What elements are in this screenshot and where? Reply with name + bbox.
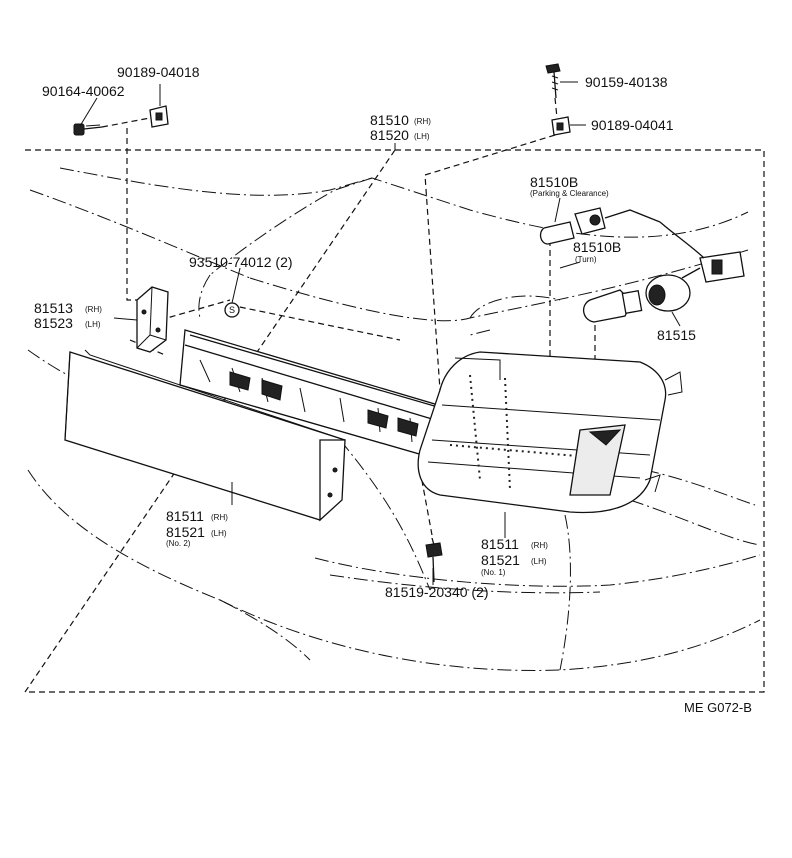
label-lamp-assy-lh-side: (LH) <box>414 132 430 141</box>
label-screw-bottom: 81519-20340 (2) <box>385 584 489 600</box>
label-lens-no1-lh-side: (LH) <box>531 557 547 566</box>
screw-top-left <box>73 123 103 136</box>
label-screw-top-right: 90159-40138 <box>585 74 668 90</box>
label-bracket-lh-side: (LH) <box>85 320 101 329</box>
label-lamp-assy-rh: 81510 <box>370 112 409 128</box>
lens-no2 <box>64 349 346 522</box>
figure-code: ME G072-B <box>684 700 752 715</box>
label-lens-no1-rh: 81511 <box>481 536 519 552</box>
sealant-symbol: S <box>224 302 240 318</box>
label-lens-no2-lh: 81521 <box>166 524 205 540</box>
label-bulb-turn-note: (Turn) <box>575 255 597 264</box>
label-lens-no1-lh: 81521 <box>481 552 520 568</box>
label-bulb-parking-note: (Parking & Clearance) <box>530 189 609 198</box>
screw-top-right <box>545 63 561 99</box>
label-lens-no2-rh-side: (RH) <box>211 513 228 522</box>
label-lens-no1-note: (No. 1) <box>481 568 506 577</box>
screw-bottom <box>425 537 443 583</box>
socket <box>645 221 745 312</box>
label-nut-top-right: 90189-04041 <box>591 117 674 133</box>
nut-top-left <box>149 105 169 128</box>
lens-no1 <box>417 351 683 514</box>
assembly-frame <box>23 149 765 693</box>
label-lamp-assy-rh-side: (RH) <box>414 117 431 126</box>
bulb-turn <box>583 289 643 323</box>
sealant-symbol-letter: S <box>229 305 235 315</box>
label-bracket-rh-side: (RH) <box>85 305 102 314</box>
label-lens-no2-note: (No. 2) <box>166 539 191 548</box>
label-lens-no1-rh-side: (RH) <box>531 541 548 550</box>
lamp-housing <box>179 329 456 461</box>
label-screw-top-left: 90164-40062 <box>42 83 125 99</box>
label-nut-top-left: 90189-04018 <box>117 64 200 80</box>
label-bulb-turn: 81510B <box>573 239 621 255</box>
nut-top-right <box>551 116 571 136</box>
label-bracket-rh: 81513 <box>34 300 73 316</box>
label-lens-no2-rh: 81511 <box>166 508 204 524</box>
label-lamp-assy-lh: 81520 <box>370 127 409 143</box>
label-lens-no2-lh-side: (LH) <box>211 529 227 538</box>
label-sealant: 93510-74012 (2) <box>189 254 293 270</box>
vehicle-body-outline <box>27 167 761 671</box>
label-bulb-parking: 81510B <box>530 174 578 190</box>
bulb-parking <box>539 207 661 245</box>
label-bracket-lh: 81523 <box>34 315 73 331</box>
bracket <box>136 286 169 353</box>
label-socket: 81515 <box>657 327 696 343</box>
